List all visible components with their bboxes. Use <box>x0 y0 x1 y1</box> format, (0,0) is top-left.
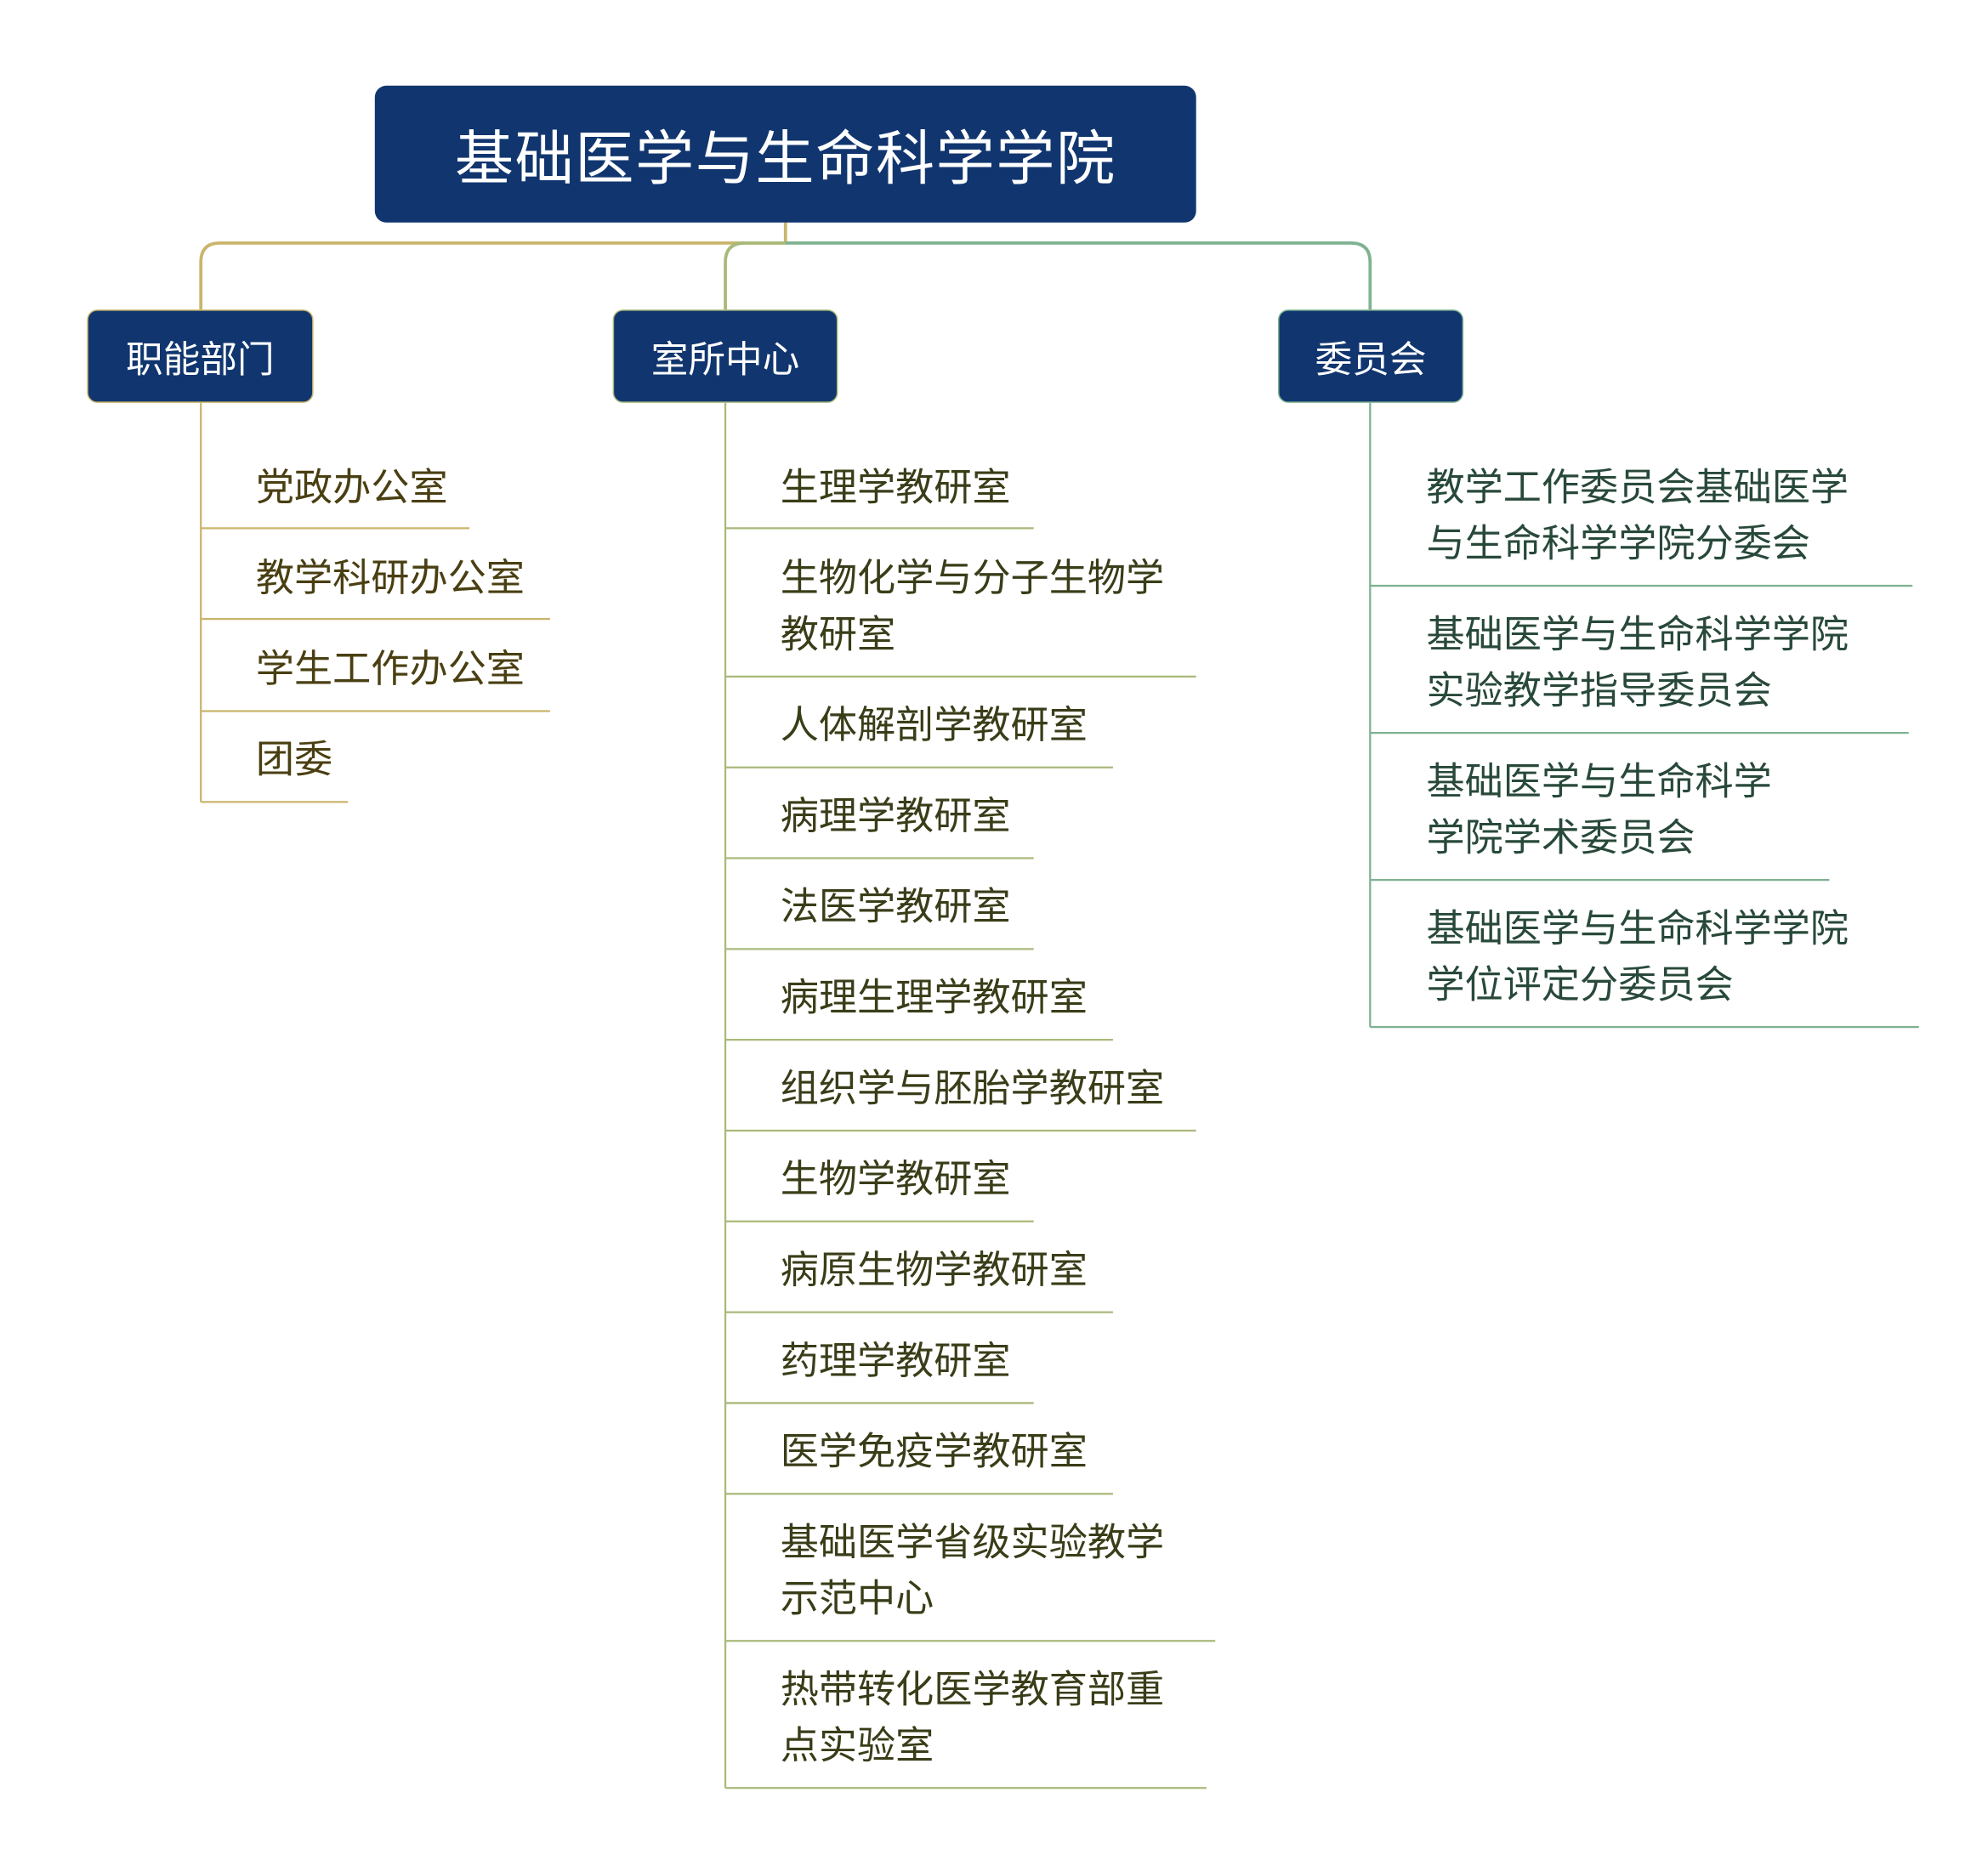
functional-item[interactable]: 学生工作办公室 <box>256 642 525 698</box>
research-item[interactable]: 生物学教研室 <box>781 1153 1011 1209</box>
research-item[interactable]: 组织学与胚胎学教研室 <box>781 1062 1164 1118</box>
functional-item[interactable]: 团委 <box>256 733 332 789</box>
research-item[interactable]: 人体解剖学教研室 <box>781 698 1088 754</box>
item-line: 人体解剖学教研室 <box>780 703 1088 749</box>
root-label: 基础医学与生命科学学院 <box>454 123 1116 193</box>
research-item[interactable]: 法医学教研室 <box>781 880 1011 936</box>
research-item[interactable]: 医学免疫学教研室 <box>781 1425 1088 1481</box>
connector-root-functional <box>199 222 787 310</box>
item-line: 医学免疫学教研室 <box>780 1430 1088 1475</box>
item-line: 实验教学指导委员会 <box>1426 668 1772 714</box>
item-line: 基础医学省级实验教学 <box>780 1520 1165 1566</box>
functional-item[interactable]: 党政办公室 <box>256 461 448 517</box>
branch-label: 室所中心 <box>650 337 800 381</box>
item-line: 教学科研办公室 <box>255 556 525 602</box>
branch-node-functional[interactable]: 职能部门 <box>87 309 314 403</box>
item-line: 生物学教研室 <box>780 1157 1011 1203</box>
research-item[interactable]: 病理生理学教研室 <box>781 971 1088 1027</box>
item-line: 热带转化医学教育部重 <box>780 1667 1165 1713</box>
committee-item[interactable]: 基础医学与生命科学 学院学术委员会 <box>1427 755 1772 867</box>
item-line: 组织学与胚胎学教研室 <box>780 1066 1165 1112</box>
branch-label: 职能部门 <box>126 337 275 381</box>
item-line: 生理学教研室 <box>780 465 1011 511</box>
branch-node-committee[interactable]: 委员会 <box>1277 309 1464 403</box>
root-node[interactable]: 基础医学与生命科学学院 <box>374 85 1196 223</box>
item-line: 示范中心 <box>780 1577 934 1622</box>
item-line: 基础医学与生命科学学院 <box>1426 906 1849 952</box>
research-item[interactable]: 药理学教研室 <box>781 1334 1011 1390</box>
research-item[interactable]: 生物化学与分子生物学 教研室 <box>781 551 1164 663</box>
item-line: 病原生物学教研室 <box>780 1248 1088 1294</box>
item-line: 学生工作办公室 <box>255 647 525 692</box>
item-line: 学位评定分委员会 <box>1426 962 1734 1008</box>
connector-root-research <box>724 241 786 310</box>
item-line: 点实验室 <box>780 1724 934 1769</box>
committee-item[interactable]: 基础医学与生命科学学院 学位评定分委员会 <box>1427 902 1849 1014</box>
research-item[interactable]: 病理学教研室 <box>781 789 1011 845</box>
item-line: 党政办公室 <box>255 465 448 511</box>
item-line: 学院学术委员会 <box>1426 815 1695 861</box>
item-line: 与生命科学学院分委会 <box>1426 521 1810 567</box>
branch-label: 委员会 <box>1315 337 1427 381</box>
research-item[interactable]: 热带转化医学教育部重 点实验室 <box>781 1663 1164 1775</box>
item-line: 团委 <box>255 738 333 783</box>
item-line: 基础医学与生命科学学院 <box>1426 612 1849 658</box>
committee-item[interactable]: 教学工作委员会基础医学 与生命科学学院分委会 <box>1427 461 1849 573</box>
research-item[interactable]: 生理学教研室 <box>781 461 1011 517</box>
item-line: 基础医学与生命科学 <box>1426 759 1772 805</box>
research-item[interactable]: 病原生物学教研室 <box>781 1243 1088 1299</box>
item-line: 教研室 <box>780 612 896 658</box>
branch-node-research[interactable]: 室所中心 <box>612 309 838 403</box>
connector-root-committee <box>785 241 1372 310</box>
item-line: 教学工作委员会基础医学 <box>1426 465 1849 511</box>
item-line: 生物化学与分子生物学 <box>780 556 1165 602</box>
functional-item[interactable]: 教学科研办公室 <box>256 551 525 607</box>
item-line: 药理学教研室 <box>780 1339 1011 1384</box>
item-line: 病理学教研室 <box>780 794 1011 839</box>
committee-item[interactable]: 基础医学与生命科学学院 实验教学指导委员会 <box>1427 608 1849 720</box>
research-item[interactable]: 基础医学省级实验教学 示范中心 <box>781 1516 1164 1628</box>
item-line: 法医学教研室 <box>780 885 1011 930</box>
item-line: 病理生理学教研室 <box>780 975 1088 1021</box>
